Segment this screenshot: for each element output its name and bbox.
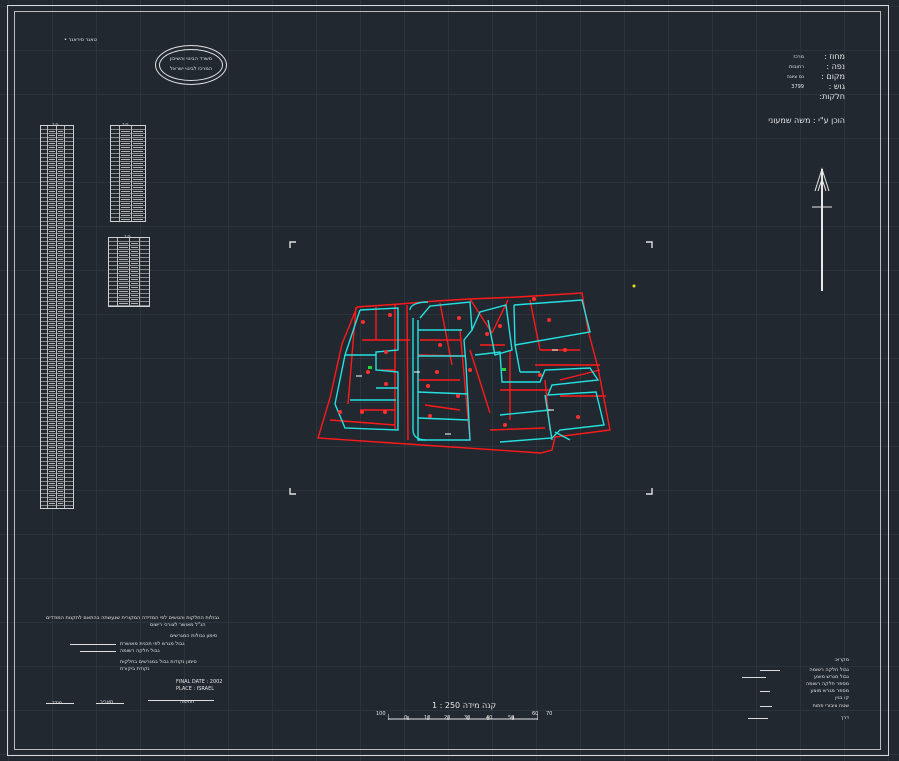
note-left-7: נקודת ביקורת	[120, 666, 150, 672]
note-left-6: סימון נקודות גבול במגרשים בחלקות	[120, 659, 197, 665]
sign-date: תאריך	[100, 699, 114, 705]
parcels-label: חלקות:	[819, 92, 845, 101]
drafted-by: הוכן ע"י : משה שמעוני	[768, 116, 845, 125]
parcel-table-short	[110, 125, 146, 222]
table2-title: ח.ר.	[122, 121, 130, 126]
legend-final-date: FINAL DATE : 2002	[176, 679, 223, 685]
area-value: רחובות	[789, 64, 804, 70]
place-label: מקום :	[821, 72, 845, 81]
scale-tick-8: 70	[546, 711, 553, 717]
plot-boundaries	[334, 299, 605, 443]
scale-tick-4: 30	[464, 715, 471, 721]
scale-bar	[388, 714, 538, 720]
note-right-6: שטח ציבורי פתוח	[812, 703, 849, 709]
note-left-3: סימון גבולות המגרשים	[170, 633, 217, 639]
viewport-brackets	[289, 241, 653, 495]
sign-signature: חתימה	[180, 699, 195, 705]
scale-tick-0: 100	[376, 711, 386, 717]
sheet-frame-inner	[14, 11, 881, 750]
note-right-3: מספר חלקה רשומה	[805, 681, 849, 687]
north-arrow-icon	[812, 167, 832, 291]
district-value: מרכז	[793, 54, 804, 60]
scale-tick-1: 0	[404, 715, 408, 721]
note-right-5: קו בנין	[835, 695, 849, 701]
sheet-frame-outer	[7, 5, 889, 756]
plots-table	[108, 237, 150, 307]
note-right-7: דרך	[840, 715, 849, 721]
note-right-2: גבול מגרש מוצע	[813, 674, 849, 680]
parcel-boundaries	[317, 292, 611, 454]
parcel-table-long	[40, 125, 74, 509]
area-label: נפה :	[826, 62, 845, 71]
note-left-1: גבולות החלקות והגושים לפי המדידה המקורית…	[46, 615, 220, 621]
scale-tick-5: 40	[486, 715, 493, 721]
scale-tick-7: 60	[532, 711, 539, 717]
table3-title: ח.ר.	[124, 233, 132, 238]
note-right-4: מספר מגרש מוצע	[810, 688, 849, 694]
scale-tick-2: 10	[424, 715, 431, 721]
block-label: גוש :	[828, 82, 845, 91]
place-value: נס ציונה	[786, 74, 804, 80]
header-left-text: • טאנר סיראנר	[64, 37, 97, 43]
legend-place: PLACE : ISRAEL	[176, 686, 215, 692]
plot-markers	[338, 284, 636, 435]
table1-title: ח.ר.	[52, 121, 60, 126]
note-right-0: מקרא:	[834, 657, 849, 663]
district-label: מחוז :	[824, 52, 845, 61]
note-left-5: גבול חלקה רשומה	[120, 648, 160, 654]
note-left-2: הנ"ל מאושר לצורכי רישום	[150, 622, 206, 628]
scale-label: 1 : 250 קנה מידה	[432, 701, 497, 710]
block-value: 3799	[791, 84, 804, 90]
scale-tick-3: 20	[444, 715, 451, 721]
note-left-4: גבול מגרש לפי תכנית מאושרת	[120, 641, 185, 647]
scale-tick-6: 50	[508, 715, 515, 721]
stamp-icon: משרד הבינוי והשיכון המרכז לבינוי ישראל	[155, 45, 227, 85]
note-right-1: גבול חלקה רשומה	[809, 667, 849, 673]
